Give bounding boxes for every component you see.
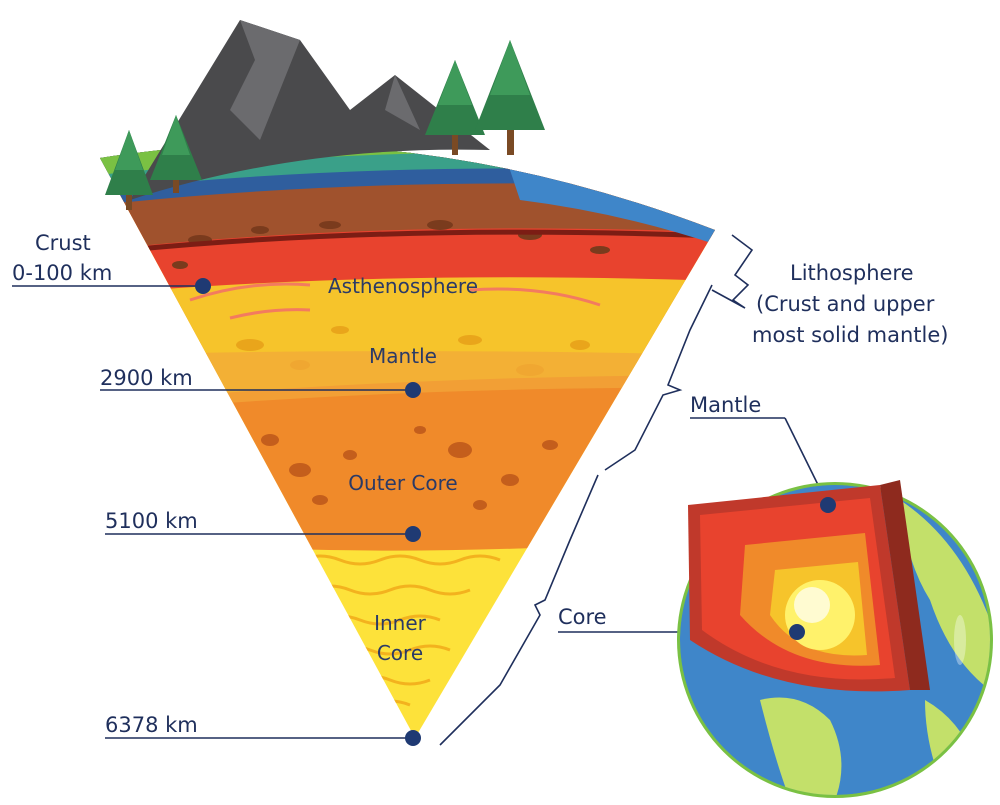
depth-5100-marker (405, 526, 421, 542)
earth-globe (677, 480, 993, 800)
crust-depth-label: 0-100 km (12, 261, 112, 285)
lithosphere-brace (712, 235, 752, 308)
lithosphere-label-line3: most solid mantle) (752, 323, 948, 347)
lithosphere-label-line1: Lithosphere (790, 261, 914, 285)
globe-mantle-marker (820, 497, 836, 513)
depth-5100-label: 5100 km (105, 509, 198, 533)
inner-core-label-line1: Inner (374, 611, 427, 635)
globe-inner-core-glow (794, 587, 830, 623)
crust-title-label: Crust (35, 231, 91, 255)
depth-2900-label: 2900 km (100, 366, 193, 390)
outer-core-label: Outer Core (348, 471, 457, 495)
asthenosphere-label: Asthenosphere (328, 274, 478, 298)
mantle-side-label: Mantle (690, 393, 761, 417)
inner-core-label-line2: Core (377, 641, 423, 665)
depth-2900-marker (405, 382, 421, 398)
crust-marker (195, 278, 211, 294)
pine-tree (475, 40, 545, 155)
globe-core-marker (789, 624, 805, 640)
lithosphere-label-line2: (Crust and upper (756, 292, 935, 316)
mantle-layer-label: Mantle (369, 344, 437, 368)
core-side-label: Core (558, 605, 607, 629)
depth-6378-marker (405, 730, 421, 746)
depth-6378-label: 6378 km (105, 713, 198, 737)
